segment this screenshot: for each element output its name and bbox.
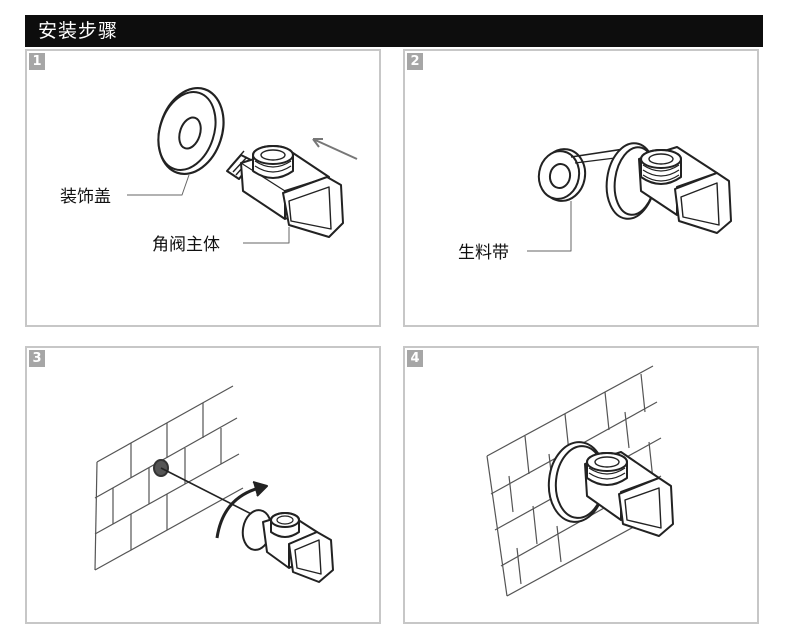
section-title: 安装步骤: [38, 20, 119, 42]
brick-wall-icon: [94, 385, 244, 571]
step-2-number: 2: [407, 53, 423, 70]
step-3-panel: 3: [25, 346, 381, 624]
valve-with-cover-icon: [605, 142, 732, 234]
rotate-arrow-icon: [215, 486, 260, 539]
step-3-number: 3: [29, 350, 45, 367]
step-2-illustration: [527, 142, 732, 252]
tape-roll-icon: [537, 146, 640, 202]
valve-body-label: 角阀主体: [152, 235, 220, 255]
decorative-cover-label: 装饰盖: [60, 187, 111, 207]
step-4-illustration: [486, 365, 674, 597]
valve-install-icon: [241, 509, 334, 583]
installed-valve-icon: [547, 441, 674, 537]
tape-label: 生料带: [458, 243, 509, 263]
step-2-panel: 2 生料带: [403, 49, 759, 327]
decorative-cover-icon: [157, 86, 225, 176]
step-1-illustration: [127, 86, 358, 244]
step-3-illustration: [94, 385, 334, 583]
step-4-panel: 4: [403, 346, 759, 624]
step-4-number: 4: [407, 350, 423, 367]
section-header: 安装步骤: [25, 15, 763, 47]
step-1-panel: 1 装饰盖 角阀主体: [25, 49, 381, 327]
valve-body-icon: [226, 145, 344, 238]
step-1-number: 1: [29, 53, 45, 70]
